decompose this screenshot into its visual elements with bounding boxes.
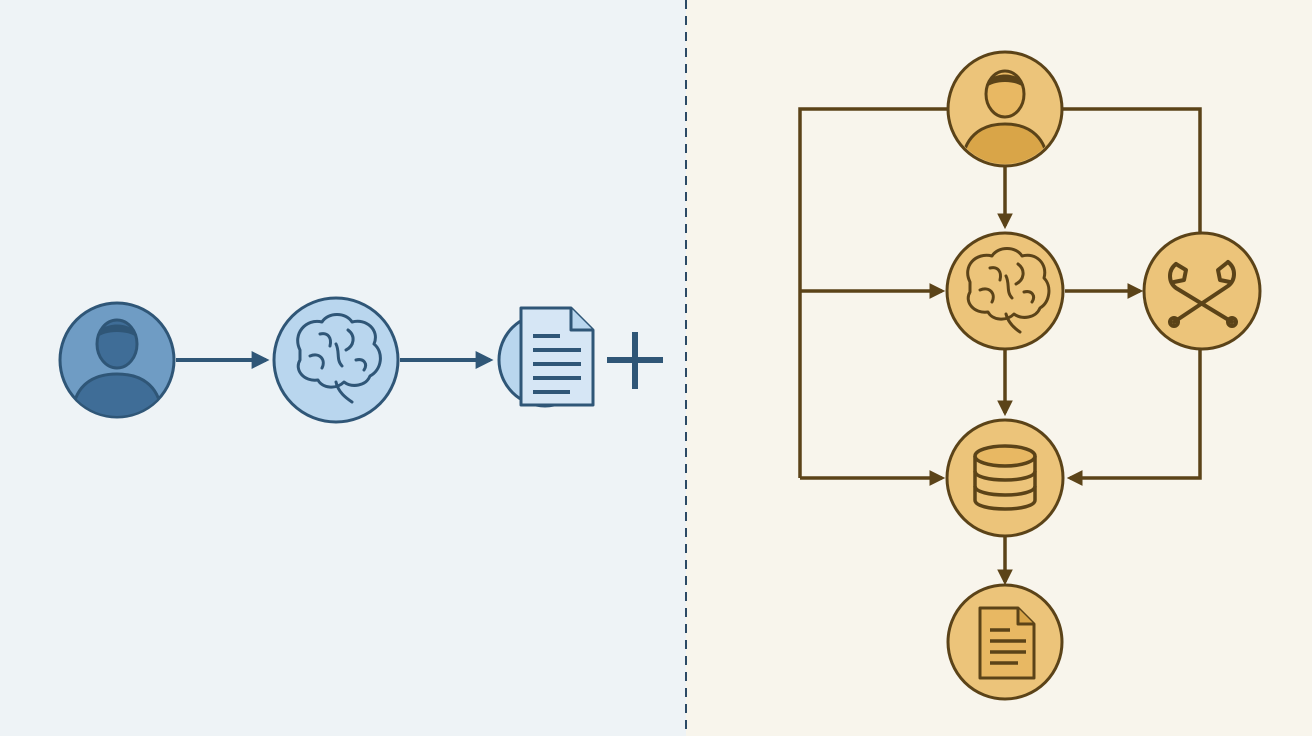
left-document-node (497, 306, 595, 408)
right-flow (798, 50, 1262, 701)
connector-user-right-to-tools (1062, 107, 1202, 234)
document-icon (519, 306, 595, 407)
document-icon (978, 606, 1036, 680)
right-document-node (946, 583, 1064, 701)
wrench-screwdriver-icon (1168, 260, 1238, 328)
left-user-node (58, 301, 176, 419)
user-icon (70, 318, 164, 416)
plus-icon (607, 332, 663, 389)
database-icon (973, 444, 1037, 511)
right-brain-node (945, 231, 1065, 351)
left-flow (58, 296, 663, 424)
right-tools-node (1142, 231, 1262, 351)
right-connectors (798, 107, 1202, 586)
brain-icon (966, 247, 1051, 334)
left-brain-node (272, 296, 400, 424)
user-icon (960, 69, 1050, 164)
brain-icon (296, 313, 382, 404)
connector-tools-to-database (1066, 348, 1202, 486)
right-database-node (945, 418, 1065, 538)
right-user-node (946, 50, 1064, 168)
connector-user-left-loop (798, 107, 948, 478)
